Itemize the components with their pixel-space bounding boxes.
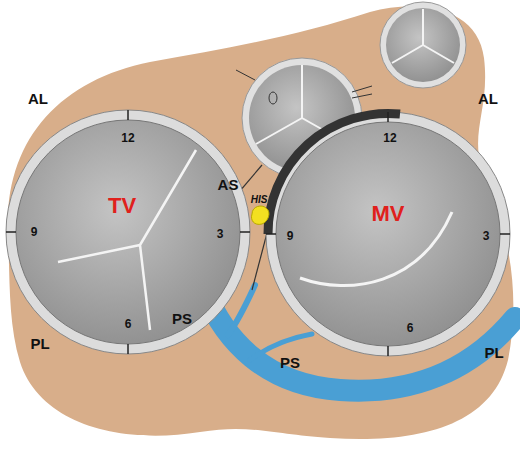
clock-number: 3 bbox=[483, 230, 490, 242]
region-label: PL bbox=[484, 345, 503, 360]
region-label: AL bbox=[28, 91, 48, 106]
region-label: PS bbox=[172, 311, 192, 326]
tricuspid-valve bbox=[6, 110, 250, 354]
clock-number: 3 bbox=[217, 228, 224, 240]
clock-number: 12 bbox=[383, 132, 396, 144]
his-bundle bbox=[251, 206, 268, 224]
valve-label: TV bbox=[108, 195, 136, 217]
clock-number: 9 bbox=[31, 226, 38, 238]
region-label: PS bbox=[280, 355, 300, 370]
region-label: AL bbox=[478, 91, 498, 106]
clock-number: 6 bbox=[125, 318, 132, 330]
clock-number: 12 bbox=[121, 132, 134, 144]
his-label: HIS bbox=[251, 195, 268, 205]
pulmonary-valve bbox=[380, 2, 466, 88]
valve-label: MV bbox=[372, 203, 405, 225]
region-label: AS bbox=[218, 177, 239, 192]
clock-number: 6 bbox=[407, 322, 414, 334]
region-label: PL bbox=[30, 336, 49, 351]
mitral-valve bbox=[266, 112, 510, 356]
clock-number: 9 bbox=[287, 230, 294, 242]
